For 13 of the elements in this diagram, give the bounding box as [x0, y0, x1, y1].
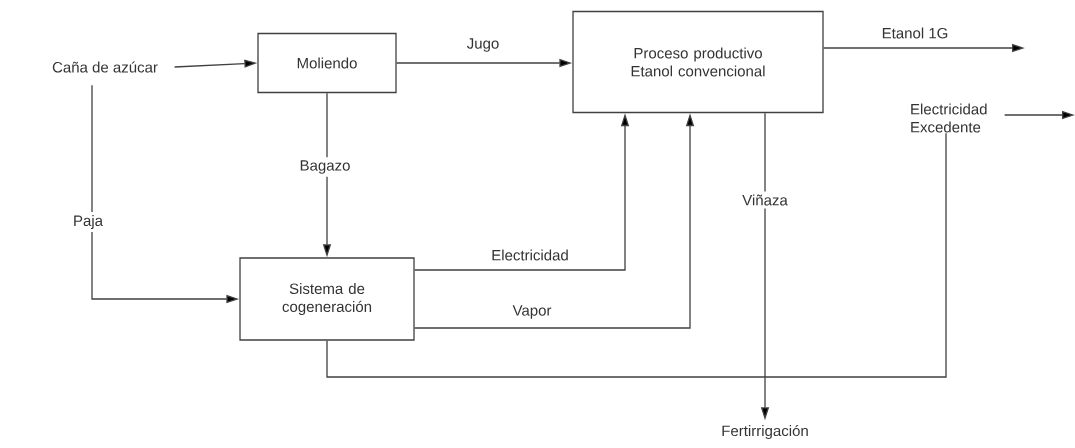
edge-label: Vapor [512, 305, 552, 319]
edge-label: Paja [70, 212, 106, 232]
edge-label: Jugo [467, 38, 499, 52]
process-box: Proceso productivo Etanol convencional [572, 10, 824, 114]
edge-label: Electricidad [492, 249, 568, 261]
flow-text: Fertirrigación [722, 424, 808, 440]
edge-label: Bagazo [296, 157, 354, 177]
flow-text: Electricidad Excedente [911, 103, 987, 133]
edge-label: Etanol 1G [882, 27, 948, 39]
flow-text: Caña de azúcar [52, 61, 158, 73]
process-box: Sistema de cogeneración [239, 257, 415, 341]
edge-label: Viñaza [739, 191, 791, 209]
process-box: Moliendo [257, 32, 397, 94]
